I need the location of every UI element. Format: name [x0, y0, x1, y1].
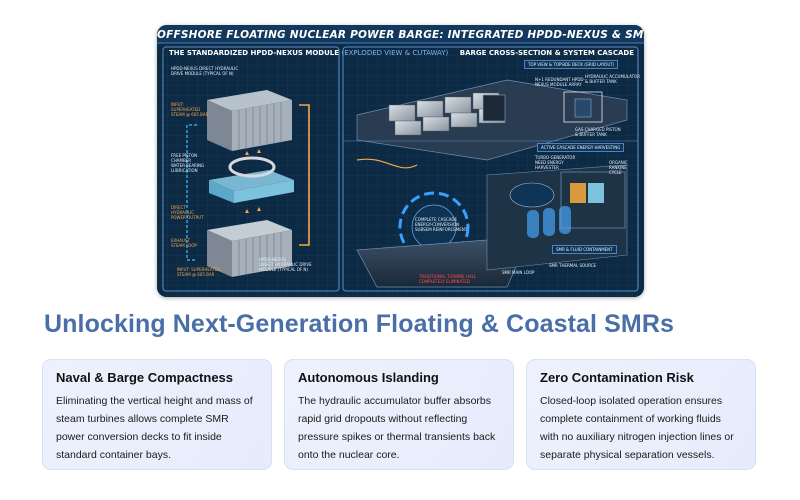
hpdd-module-exploded [186, 90, 310, 277]
card-title: Autonomous Islanding [298, 370, 439, 385]
label-redundant-array: N+1 REDUNDANT HPDD- NEXUS MODULE ARRAY [535, 77, 585, 87]
label-thermal-source: SMR THERMAL SOURCE [549, 263, 597, 268]
hero-infographic: OFFSHORE FLOATING NUCLEAR POWER BARGE: I… [157, 25, 644, 297]
label-direct-output: DIRECT HYDRAULIC POWER OUTPUT [171, 205, 204, 220]
label-orc: ORGANIC RANKINE CYCLE [609, 160, 628, 175]
feature-card-islanding: Autonomous Islanding The hydraulic accum… [284, 359, 514, 470]
label-traditional-eliminated: TRADITIONAL TURBINE HALL COMPLETELY ELIM… [419, 274, 477, 284]
card-title: Naval & Barge Compactness [56, 370, 234, 385]
label-topview: TOP VIEW & TOPSIDE DECK (GRID LAYOUT) [524, 60, 619, 69]
feature-card-compactness: Naval & Barge Compactness Eliminating th… [42, 359, 272, 470]
label-input-steam-2: INPUT: SUPERHEATED STEAM @ 605 BAR [177, 267, 221, 277]
label-piston-chamber: FREE PISTON CHAMBER WATER-BEARING LUBRIC… [171, 153, 205, 173]
left-panel-title: THE STANDARDIZED HPDD-NEXUS MODULE (EXPL… [169, 49, 448, 57]
label-smr-main-loop: SMR MAIN LOOP [502, 270, 535, 275]
card-body: The hydraulic accumulator buffer absorbs… [298, 395, 496, 461]
label-module-top: HPDD-NEXUS DIRECT HYDRAULIC DRIVE MODULE… [171, 66, 239, 76]
card-body: Eliminating the vertical height and mass… [56, 395, 253, 461]
infographic-title: OFFSHORE FLOATING NUCLEAR POWER BARGE: I… [157, 29, 644, 41]
feature-card-contamination: Zero Contamination Risk Closed-loop isol… [526, 359, 756, 470]
label-complete-cascade: COMPLETE CASCADE ENERGY-CONVERSION SUBSE… [415, 217, 468, 232]
barge-cross-section [343, 79, 638, 288]
label-piston-tank: GAS CHARGED PISTON & BUFFER TANK [575, 127, 621, 137]
card-body: Closed-loop isolated operation ensures c… [540, 395, 734, 461]
label-smr-fluid: SMR & FLUID CONTAINMENT [552, 245, 617, 254]
infographic-artwork [157, 25, 644, 297]
left-panel-title-text: THE STANDARDIZED HPDD-NEXUS MODULE [169, 49, 340, 57]
label-exhaust: EXHAUST STEAM LOOP [171, 238, 197, 248]
label-module-bottom: HPDD-NEXUS DIRECT HYDRAULIC DRIVE MODULE… [259, 257, 312, 272]
label-cascade: ACTIVE CASCADE ENERGY HARVESTING [537, 143, 625, 152]
label-accumulator: HYDRAULIC ACCUMULATOR & BUFFER TANK [585, 74, 640, 84]
page-headline: Unlocking Next-Generation Floating & Coa… [44, 310, 674, 338]
right-panel-title: BARGE CROSS-SECTION & SYSTEM CASCADE [459, 49, 634, 57]
card-title: Zero Contamination Risk [540, 370, 694, 385]
label-input-steam: INPUT: SUPERHEATED STEAM @ 605 BAR [171, 102, 209, 117]
label-turbo: TURBO-GENERATOR NEED ENERGY HARVESTER [535, 155, 576, 170]
left-panel-subtitle: (EXPLODED VIEW & CUTAWAY) [341, 49, 449, 57]
